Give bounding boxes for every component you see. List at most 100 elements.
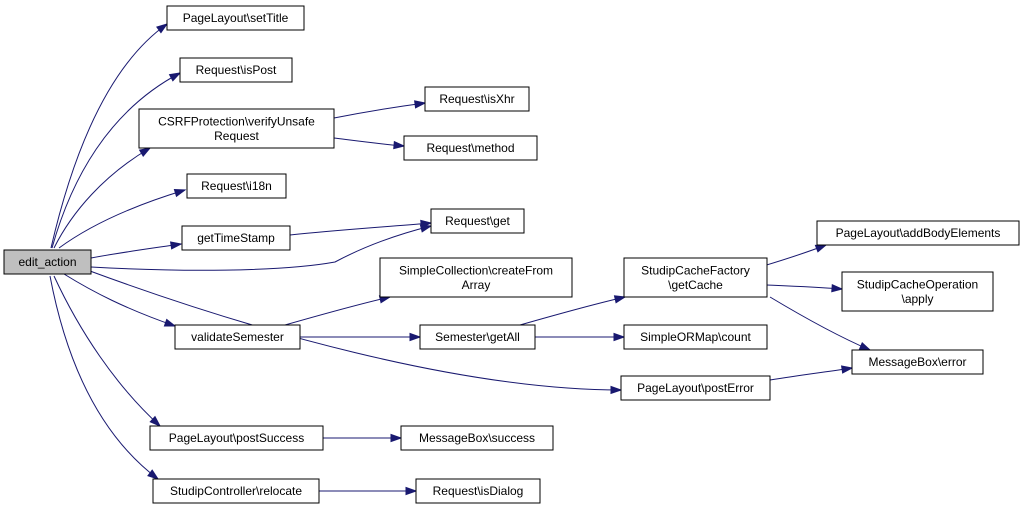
node-box	[181, 225, 291, 251]
arrow-head-icon	[393, 140, 406, 150]
node-box	[851, 349, 984, 375]
edge-line	[284, 296, 391, 326]
node-box	[186, 173, 287, 199]
node-box	[174, 324, 301, 350]
node-mb-error[interactable]: MessageBox\error	[851, 349, 984, 375]
node-label: SimpleORMap\count	[640, 330, 751, 344]
node-box	[3, 249, 92, 275]
node-edit-action[interactable]: edit_action	[3, 249, 92, 275]
node-req-method[interactable]: Request\method	[403, 135, 538, 161]
edge-edit_action-to-csrf_verify	[53, 147, 152, 249]
edge-sc_relocate-to-req_isDialog	[318, 486, 418, 496]
node-label: MessageBox\error	[868, 355, 966, 369]
node-label: Request\isPost	[196, 63, 277, 77]
edge-line	[769, 296, 871, 351]
arrow-head-icon	[840, 365, 854, 374]
arrow-head-icon	[831, 284, 844, 293]
edge-line	[766, 284, 843, 290]
node-sem-getAll[interactable]: Semester\getAll	[419, 324, 536, 350]
node-box	[166, 5, 305, 31]
node-sorm-count[interactable]: SimpleORMap\count	[623, 324, 768, 350]
node-req-isDialog[interactable]: Request\isDialog	[415, 478, 541, 504]
node-box	[620, 375, 771, 401]
edge-edit_action-to-validateSemester	[63, 273, 177, 327]
arrow-head-icon	[156, 23, 169, 34]
edge-pl_postSuccess-to-mb_success	[322, 433, 403, 443]
edge-line	[90, 225, 432, 271]
node-box	[152, 478, 320, 504]
arrow-head-icon	[147, 469, 160, 480]
node-req-i18n[interactable]: Request\i18n	[186, 173, 287, 199]
edge-edit_action-to-sc_relocate	[49, 275, 160, 480]
edge-line	[769, 367, 853, 381]
edge-getTimeStamp-to-req_get	[289, 219, 433, 236]
node-box	[816, 220, 1020, 246]
node-box	[424, 86, 530, 112]
node-label: MessageBox\success	[419, 431, 535, 445]
node-label: Request\isDialog	[433, 484, 524, 498]
node-pl-addBody[interactable]: PageLayout\addBodyElements	[816, 220, 1020, 246]
node-sc-relocate[interactable]: StudipController\relocate	[152, 478, 320, 504]
node-label: edit_action	[18, 255, 76, 269]
node-label: StudipCacheOperation	[857, 277, 978, 291]
node-box	[403, 135, 538, 161]
node-pl-postError[interactable]: PageLayout\postError	[620, 375, 771, 401]
edge-edit_action-to-pl_postError	[89, 270, 623, 395]
arrow-head-icon	[149, 415, 162, 428]
node-box	[623, 324, 768, 350]
edge-scf_getCache-to-pl_addBody	[759, 244, 828, 268]
arrow-head-icon	[613, 332, 626, 342]
node-label: CSRFProtection\verifyUnsafe	[158, 114, 315, 128]
edge-sem_getAll-to-scf_getCache	[519, 295, 627, 326]
node-validateSemester[interactable]: validateSemester	[174, 324, 301, 350]
node-req-isXhr[interactable]: Request\isXhr	[424, 86, 530, 112]
node-scf-getCache[interactable]: StudipCacheFactory\getCache	[623, 257, 768, 298]
node-label: StudipCacheFactory	[641, 263, 750, 277]
node-label: Request\method	[426, 141, 514, 155]
arrow-head-icon	[613, 295, 627, 304]
edge-scf_getCache-to-sco_apply	[766, 284, 844, 293]
node-label: Semester\getAll	[435, 330, 520, 344]
arrow-head-icon	[168, 72, 182, 82]
edge-line	[289, 222, 432, 236]
node-pl-postSuccess[interactable]: PageLayout\postSuccess	[149, 425, 324, 451]
edge-line	[53, 275, 161, 427]
arrow-head-icon	[414, 100, 427, 109]
edge-validateSemester-to-sc_createFromArray	[284, 295, 392, 326]
node-label: StudipController\relocate	[170, 484, 302, 498]
arrow-head-icon	[405, 486, 418, 496]
node-req-isPost[interactable]: Request\isPost	[179, 57, 293, 83]
edge-line	[89, 270, 622, 391]
node-label: \apply	[901, 292, 933, 306]
node-getTimeStamp[interactable]: getTimeStamp	[181, 225, 291, 251]
edge-line	[50, 23, 168, 249]
node-pl-setTitle[interactable]: PageLayout\setTitle	[166, 5, 305, 31]
edge-edit_action-to-pl_postSuccess	[53, 275, 162, 428]
edge-edit_action-to-getTimeStamp	[90, 241, 183, 259]
edge-line	[49, 275, 159, 480]
arrow-head-icon	[173, 189, 187, 198]
node-mb-success[interactable]: MessageBox\success	[400, 425, 554, 451]
edge-csrf_verify-to-req_method	[333, 137, 406, 150]
node-box	[400, 425, 554, 451]
node-label: \getCache	[668, 278, 723, 292]
arrow-head-icon	[170, 241, 183, 250]
edge-line	[333, 102, 426, 119]
edge-line	[90, 243, 182, 259]
node-label: Request\i18n	[201, 179, 272, 193]
arrow-head-icon	[858, 341, 872, 351]
edge-pl_postError-to-mb_error	[769, 365, 854, 381]
node-label: SimpleCollection\createFrom	[399, 263, 553, 277]
node-box	[419, 324, 536, 350]
node-box	[138, 108, 335, 149]
edge-edit_action-to-pl_setTitle	[50, 23, 169, 249]
edge-edit_action-to-req_isPost	[51, 72, 182, 249]
node-req-get[interactable]: Request\get	[430, 208, 525, 234]
edge-line	[58, 189, 186, 249]
edge-line	[51, 72, 181, 249]
node-label: getTimeStamp	[197, 231, 275, 245]
node-sco-apply[interactable]: StudipCacheOperation\apply	[841, 271, 994, 312]
